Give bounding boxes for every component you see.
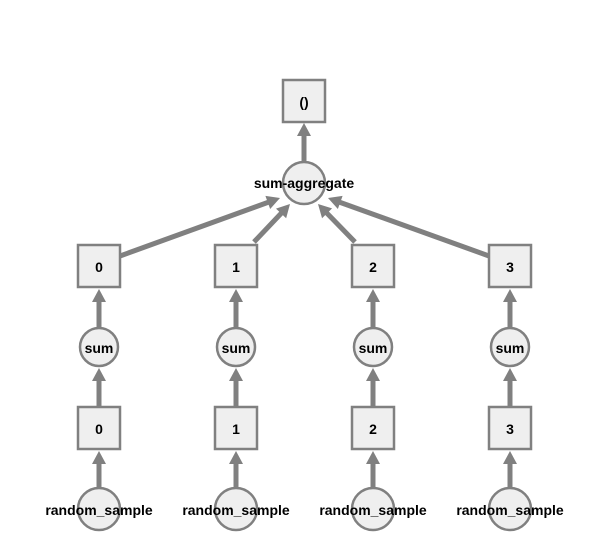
random-sample-node-0-label: random_sample xyxy=(45,502,153,518)
sum-node-1 xyxy=(215,326,257,368)
edge-chunk-1-to-sum-head xyxy=(229,368,243,381)
sum-node-3-label: sum xyxy=(496,340,525,356)
partial-node-3-label: 3 xyxy=(506,259,514,275)
chunk-node-1 xyxy=(213,405,259,451)
edge-sum-3-to-partial-head xyxy=(503,289,517,302)
edge-source-2-to-chunk-head xyxy=(366,451,380,464)
sum-node-2 xyxy=(352,326,394,368)
edge-chunk-3-to-sum-head xyxy=(503,368,517,381)
nodes xyxy=(76,78,533,532)
edge-partial-1-to-aggregate-head xyxy=(275,204,290,219)
sum-node-1-label: sum xyxy=(222,340,251,356)
random-sample-node-2 xyxy=(350,486,396,532)
random-sample-node-1 xyxy=(213,486,259,532)
sum-aggregate-node xyxy=(281,160,327,206)
result-node xyxy=(281,78,327,124)
partial-node-2 xyxy=(350,243,396,289)
sum-node-0 xyxy=(78,326,120,368)
edge-sum-1-to-partial-head xyxy=(229,289,243,302)
chunk-node-1-label: 1 xyxy=(232,421,240,437)
chunk-node-3-label: 3 xyxy=(506,421,514,437)
edge-chunk-0-to-sum-head xyxy=(92,368,106,381)
edge-partial-0-to-aggregate xyxy=(119,199,271,259)
chunk-node-2-label: 2 xyxy=(369,421,377,437)
random-sample-node-1-label: random_sample xyxy=(182,502,290,518)
edge-partial-1-to-aggregate xyxy=(252,210,285,244)
result-node-label: () xyxy=(299,94,308,110)
edge-partial-0-to-aggregate-head xyxy=(265,195,280,210)
edge-partial-2-to-aggregate xyxy=(323,210,357,244)
sum-aggregate-node-label: sum-aggregate xyxy=(254,175,355,191)
random-sample-node-2-label: random_sample xyxy=(319,502,427,518)
chunk-node-2 xyxy=(350,405,396,451)
edge-partial-3-to-aggregate-head xyxy=(328,195,343,209)
edges xyxy=(92,123,517,488)
edge-source-1-to-chunk-head xyxy=(229,451,243,464)
chunk-node-0 xyxy=(76,405,122,451)
sum-node-2-label: sum xyxy=(359,340,388,356)
partial-node-0-label: 0 xyxy=(95,259,103,275)
edge-partial-3-to-aggregate xyxy=(337,199,490,259)
partial-node-0 xyxy=(76,243,122,289)
sum-node-3 xyxy=(489,326,531,368)
edge-source-3-to-chunk-head xyxy=(503,451,517,464)
partial-node-2-label: 2 xyxy=(369,259,377,275)
edge-aggregate-to-result-head xyxy=(297,123,311,136)
labels: () sum-aggregate 0 sum 0 random_sample 1 sum 1 ra… xyxy=(45,94,564,518)
chunk-node-0-label: 0 xyxy=(95,421,103,437)
partial-node-3 xyxy=(487,243,533,289)
sum-node-0-label: sum xyxy=(85,340,114,356)
edge-sum-2-to-partial-head xyxy=(366,289,380,302)
edge-source-0-to-chunk-head xyxy=(92,451,106,464)
random-sample-node-0 xyxy=(76,486,122,532)
random-sample-node-3-label: random_sample xyxy=(456,502,564,518)
random-sample-node-3 xyxy=(487,486,533,532)
partial-node-1-label: 1 xyxy=(232,259,240,275)
partial-node-1 xyxy=(213,243,259,289)
edge-sum-0-to-partial-head xyxy=(92,289,106,302)
edge-chunk-2-to-sum-head xyxy=(366,368,380,381)
chunk-node-3 xyxy=(487,405,533,451)
edge-partial-2-to-aggregate-head xyxy=(318,204,333,219)
